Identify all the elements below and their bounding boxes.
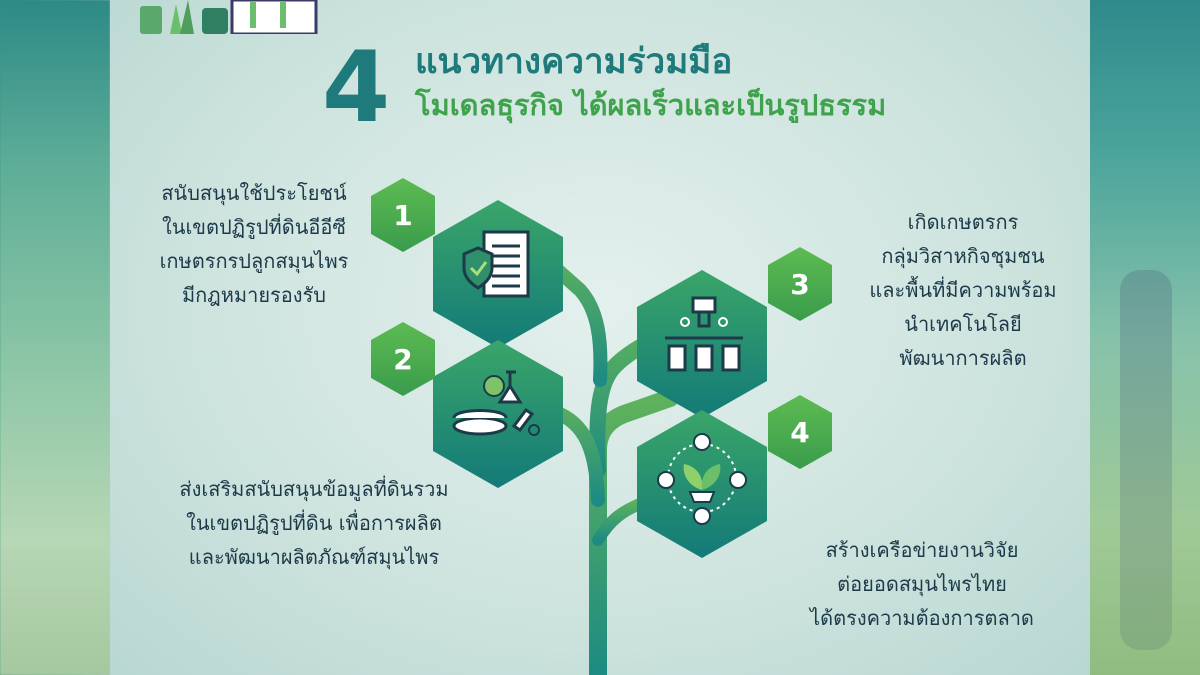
step-1-number: 1 [393,199,412,232]
step-3-line: เกิดเกษตรกร [907,210,1019,234]
step-2: 2 [371,322,563,488]
step-3-description: เกิดเกษตรกร กลุ่มวิสาหกิจชุมชน และพื้นที… [832,205,1090,375]
step-1-line: ในเขตปฏิรูปที่ดินอีอีซี [162,215,346,239]
network-plant-icon [657,433,747,525]
step-2-badge [371,322,435,396]
step-3-line: และพื้นที่มีความพร้อม [869,278,1057,302]
step-3: 3 [637,247,832,418]
step-3-line: กลุ่มวิสาหกิจชุมชน [881,244,1045,268]
step-1-badge [371,178,435,252]
step-2-number: 2 [393,343,412,376]
page-title: แนวทางความร่วมมือ [415,42,733,82]
step-2-description: ส่งเสริมสนับสนุนข้อมูลที่ดินรวม ในเขตปฏิ… [124,472,504,574]
shield-document-icon [462,230,530,298]
herb-product-illustration [140,0,318,34]
title-number: 4 [322,31,391,145]
step-4-line: ต่อยอดสมุนไพรไทย [837,572,1007,596]
step-4-description: สร้างเครือข่ายงานวิจัย ต่อยอดสมุนไพรไทย … [762,533,1082,635]
background-right-blur [1090,0,1200,675]
step-1: 1 [371,178,563,348]
step-1-description: สนับสนุนใช้ประโยชน์ ในเขตปฏิรูปที่ดินอีอ… [134,176,374,312]
page-subtitle: โมเดลธุรกิจ ได้ผลเร็วและเป็นรูปธรรม [415,88,887,122]
step-4: 4 [637,395,832,558]
step-4-line: ได้ตรงความต้องการตลาด [810,606,1034,630]
step-2-line: ในเขตปฏิรูปที่ดิน เพื่อการผลิต [186,511,442,535]
step-1-line: เกษตรกรปลูกสมุนไพร [159,249,349,273]
step-4-badge [768,395,832,469]
step-3-badge [768,247,832,321]
step-3-hexagon [637,270,767,418]
step-4-line: สร้างเครือข่ายงานวิจัย [825,538,1019,562]
background-left-blur [0,0,110,675]
step-2-line: ส่งเสริมสนับสนุนข้อมูลที่ดินรวม [179,477,449,501]
step-3-line: พัฒนาการผลิต [899,346,1027,370]
step-1-line: มีกฎหมายรองรับ [182,283,326,307]
tree-diagram: 1 2 [371,178,832,675]
step-3-line: นำเทคโนโลยี [904,312,1022,336]
step-2-line: และพัฒนาผลิตภัณฑ์สมุนไพร [188,545,440,569]
infographic-panel: 4 แนวทางความร่วมมือ โมเดลธุรกิจ ได้ผลเร็… [110,0,1090,675]
bottling-machine-icon [665,296,743,372]
step-1-line: สนับสนุนใช้ประโยชน์ [161,181,347,205]
lab-herb-icon [452,370,540,436]
step-4-number: 4 [790,416,809,449]
step-3-number: 3 [790,268,809,301]
